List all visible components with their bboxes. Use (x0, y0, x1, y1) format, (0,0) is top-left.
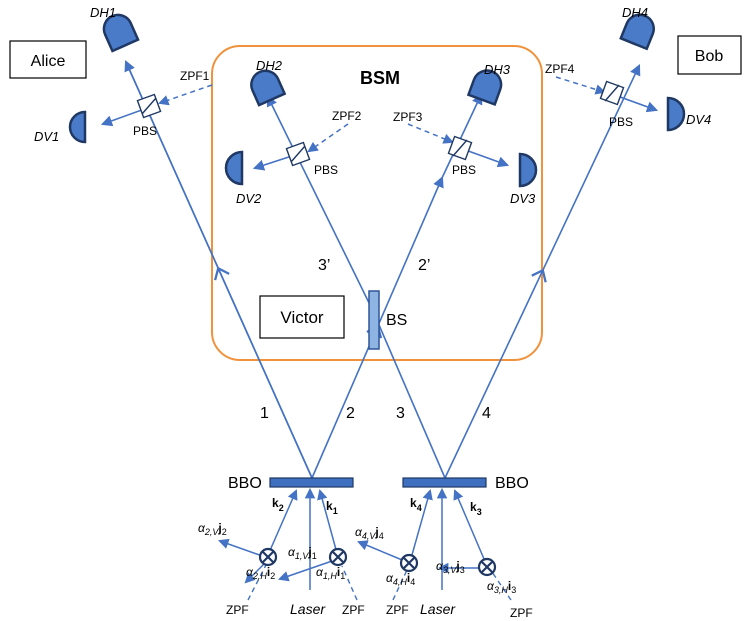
detector-dh3-icon (466, 69, 503, 106)
dh3-label: DH3 (484, 62, 511, 77)
zpf-bottom-1: ZPF (226, 603, 249, 617)
zpf-b1-line (247, 564, 267, 601)
a2v-arrow (218, 538, 266, 558)
zpf-bottom-inputs (247, 564, 512, 601)
dh1-label: DH1 (90, 5, 116, 20)
path-3prime-label: 3’ (318, 257, 330, 274)
zpf-b3-line (392, 569, 408, 601)
laser-left-label: Laser (290, 601, 326, 617)
dh2-label: DH2 (256, 58, 283, 73)
zpf1-label: ZPF1 (180, 69, 210, 83)
bbo-left-label: BBO (228, 475, 262, 492)
pbs-4 (599, 80, 625, 106)
zpf-bottom-2: ZPF (342, 603, 365, 617)
otimes-4-icon (399, 553, 419, 573)
beam-4-path (444, 63, 641, 479)
bbo-crystal-left (269, 477, 354, 488)
detector-dv4-icon (666, 96, 686, 132)
zpf-bottom-3: ZPF (386, 603, 409, 617)
pbs2-label: PBS (314, 163, 338, 177)
zpf1-line (158, 84, 213, 106)
amp-a3v-label: α3,Vj3 (436, 559, 465, 575)
otimes-1-icon (328, 547, 348, 567)
k4-beam (409, 488, 433, 563)
amp-a4h-label: α4,Hi4 (386, 571, 415, 587)
pbs-1 (136, 93, 162, 119)
pbs-3 (447, 135, 473, 161)
k3-label: k3 (470, 500, 482, 517)
zpf-b2-line (341, 565, 358, 601)
amp-a3h-label: α3,Hi3 (487, 579, 516, 595)
amp-a2v-label: α2,Vj2 (198, 521, 227, 537)
amp-a2h-label: α2,Hi2 (246, 565, 275, 581)
dv4-label: DV4 (686, 112, 711, 127)
victor-box (259, 295, 345, 339)
amp-a1h-label: α1,Hi1 (316, 565, 345, 581)
k2-label: k2 (272, 496, 284, 513)
zpf3-line (407, 123, 454, 144)
bob-box (677, 35, 742, 75)
beams (100, 59, 659, 479)
detector-dv2-icon (224, 150, 244, 186)
amp-a4v-label: α4,Vj4 (355, 525, 384, 541)
detector-dv1-icon (68, 110, 87, 144)
k1-label: k1 (326, 499, 338, 516)
k2-beam (267, 489, 298, 556)
dv1-label: DV1 (34, 129, 59, 144)
input-beams (218, 487, 488, 590)
beam-3-path (372, 310, 446, 479)
zpf-bottom-4: ZPF (510, 606, 533, 620)
otimes-2-icon (258, 547, 278, 567)
dh4-label: DH4 (622, 5, 648, 20)
path-2prime-label: 2’ (418, 257, 430, 274)
amp-a1v-label: α1,Vj1 (288, 545, 317, 561)
field-markers (258, 547, 497, 577)
path-4-label: 4 (482, 405, 491, 422)
bob-label: Bob (695, 48, 724, 65)
k1-beam (317, 488, 339, 558)
a4v-arrow (357, 540, 408, 563)
detector-dh2-icon (250, 69, 287, 107)
pbs-cubes (136, 80, 625, 167)
pbs4-label: PBS (609, 115, 633, 129)
a1h-arrow (278, 559, 336, 582)
dv2-label: DV2 (236, 191, 262, 206)
zpf4-line (555, 76, 607, 95)
zpf3-label: ZPF3 (393, 110, 423, 124)
otimes-3-icon (477, 557, 497, 577)
laser-right-label: Laser (420, 601, 456, 617)
path-1-label: 1 (260, 405, 269, 422)
zpf4-label: ZPF4 (545, 62, 575, 76)
k4-label: k4 (410, 496, 422, 513)
pbs-2 (285, 141, 311, 167)
bsm-title: BSM (360, 68, 400, 88)
detectors (68, 13, 686, 188)
detector-dh4-icon (619, 13, 655, 51)
bbo-crystal-right (402, 477, 487, 488)
bbo-right-label: BBO (495, 475, 529, 492)
beam-3-prime (266, 94, 374, 312)
detector-dv3-icon (518, 152, 538, 188)
alice-box (9, 40, 87, 79)
pbs3-label: PBS (452, 163, 476, 177)
bs-label: BS (386, 312, 407, 329)
zpf-inputs (158, 76, 607, 153)
zpf2-line (307, 123, 349, 153)
zpf-b4-line (491, 571, 512, 601)
pbs1-label: PBS (133, 124, 157, 138)
detector-dh1-icon (102, 13, 140, 53)
zpf2-label: ZPF2 (332, 109, 362, 123)
path-3-label: 3 (396, 405, 405, 422)
victor-label: Victor (280, 308, 323, 327)
alice-label: Alice (31, 53, 66, 70)
k3-beam (453, 489, 488, 567)
beam-splitter (368, 290, 380, 350)
path-2-label: 2 (346, 405, 355, 422)
beam-1-path (124, 59, 313, 479)
dv3-label: DV3 (510, 191, 536, 206)
beam-2-prime (441, 92, 483, 179)
